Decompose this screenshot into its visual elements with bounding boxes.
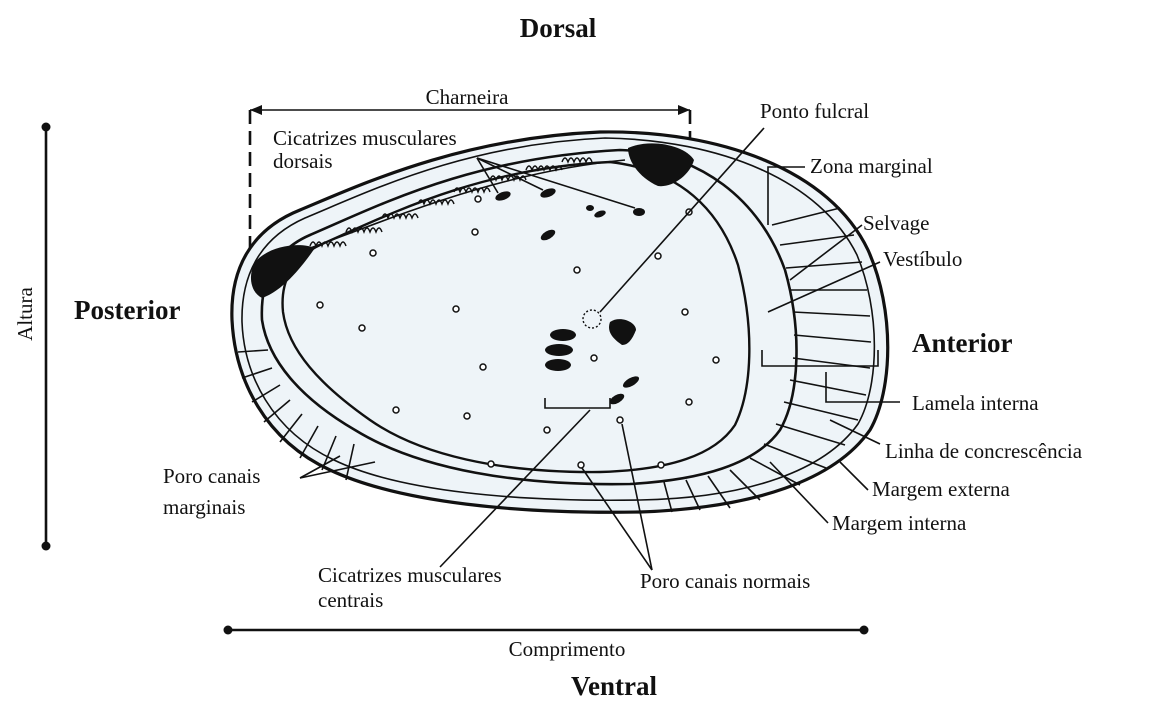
- hinge-label: Charneira: [426, 85, 509, 109]
- central-muscle-scars-label-line2: centrais: [318, 588, 383, 612]
- outer-margin-label: Margem externa: [872, 477, 1010, 501]
- vestibule-label: Vestíbulo: [883, 247, 962, 271]
- dorsal-label: Dorsal: [520, 13, 597, 43]
- length-label: Comprimento: [509, 637, 626, 661]
- height-label: Altura: [13, 287, 37, 341]
- marginal-zone-label: Zona marginal: [810, 154, 933, 178]
- central-muscle-scars-label-line1: Cicatrizes musculares: [318, 563, 502, 587]
- fusion-line-label: Linha de concrescência: [885, 439, 1083, 463]
- valve: [232, 132, 888, 512]
- fulcral-point-label: Ponto fulcral: [760, 99, 869, 123]
- selvage-label: Selvage: [863, 211, 929, 235]
- marginal-pores-label-line1: Poro canais: [163, 464, 260, 488]
- dorsal-muscle-scars-label-line2: dorsais: [273, 149, 333, 173]
- normal-pores-label: Poro canais normais: [640, 569, 810, 593]
- anterior-label: Anterior: [912, 328, 1012, 358]
- inner-margin-label: Margem interna: [832, 511, 967, 535]
- length-measure: Comprimento: [224, 626, 869, 662]
- ventral-label: Ventral: [571, 671, 657, 701]
- marginal-pores-label-line2: marginais: [163, 495, 245, 519]
- posterior-label: Posterior: [74, 295, 180, 325]
- inner-lamella-label: Lamela interna: [912, 391, 1039, 415]
- height-measure: Altura: [13, 123, 51, 551]
- dorsal-muscle-scars-label-line1: Cicatrizes musculares: [273, 126, 457, 150]
